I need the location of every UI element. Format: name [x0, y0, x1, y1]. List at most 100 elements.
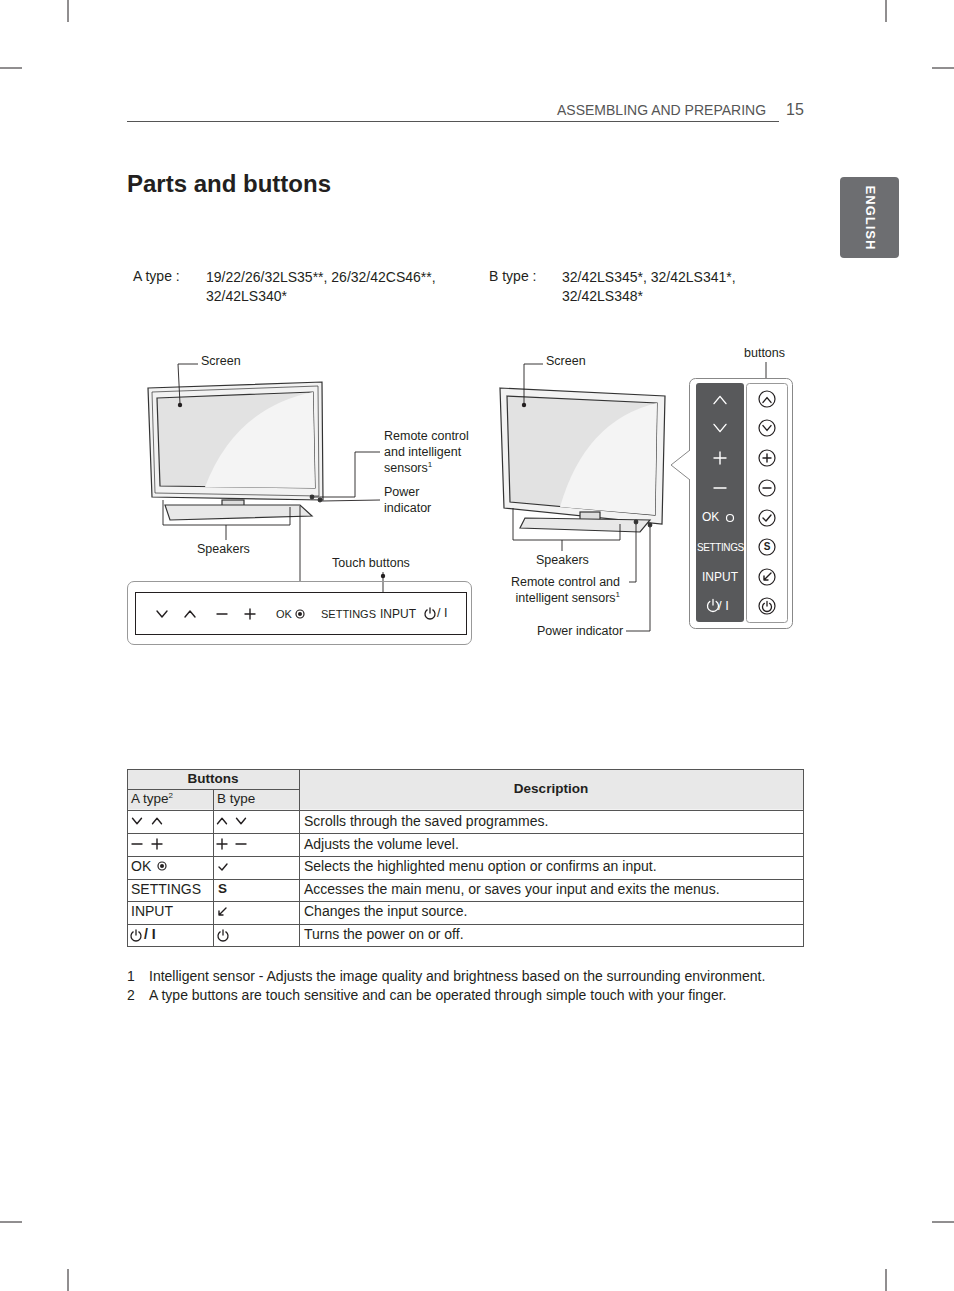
button-symbol [131, 930, 141, 941]
label-holder: Intelligent sensor - Adjusts the image q… [149, 968, 765, 986]
button-symbol [185, 611, 195, 617]
button-symbol [425, 608, 435, 619]
text-label: Power indicator [537, 624, 623, 638]
button-symbol [714, 424, 726, 431]
text-label: OK [131, 858, 151, 874]
label-holder: Remote control and intelligent sensors1 [498, 574, 620, 606]
label-holder: A type : [133, 268, 180, 286]
label-holder: OK [131, 858, 151, 876]
label-holder: B type [217, 791, 255, 808]
button-symbol [245, 609, 255, 619]
text-label: Power indicator [384, 485, 431, 515]
label-holder: 32/42LS345*, 32/42LS341*, 32/42LS348* [562, 268, 767, 306]
label-holder: Screen [201, 354, 241, 370]
label-holder: Scrolls through the saved programmes. [304, 813, 548, 831]
label-holder: Changes the input source. [304, 903, 467, 921]
label-holder: S [218, 881, 227, 898]
table-grid [127, 770, 804, 948]
label-holder: buttons [744, 346, 785, 362]
label-holder: Description [299, 781, 803, 798]
text-label: Remote control and intelligent sensors [511, 575, 620, 605]
button-symbol [714, 452, 726, 464]
button-ring [759, 510, 775, 526]
text-label: Adjusts the volume level. [304, 836, 459, 852]
button-symbol [132, 843, 142, 844]
button-symbol [714, 396, 726, 403]
text-label: Screen [201, 354, 241, 368]
button-symbol [708, 600, 719, 612]
label-holder: Remote control and intelligent sensors1 [384, 428, 480, 476]
text-label: A type buttons are touch sensitive and c… [149, 987, 726, 1003]
text-label: / I [144, 926, 156, 942]
button-symbol [764, 573, 771, 580]
text-label: Touch buttons [332, 556, 410, 570]
text-label: B type [217, 791, 255, 806]
touch-strip [136, 593, 467, 635]
text-label: Remote control and intelligent sensors [384, 429, 469, 475]
label-holder: 1 [127, 968, 135, 986]
text-label: Description [514, 781, 588, 796]
button-panel-ground [696, 383, 744, 622]
header-rule [127, 121, 779, 122]
label-holder: Power indicator [537, 624, 623, 640]
label-holder: 15 [786, 100, 804, 120]
text-label: SETTINGS [131, 881, 201, 897]
label-holder: A type2 [131, 791, 173, 808]
button-symbol [133, 818, 142, 823]
button-ring [759, 598, 775, 614]
text-label: Selects the highlighted menu option or c… [304, 858, 657, 874]
text-label: Screen [546, 354, 586, 368]
button-symbol [763, 398, 771, 403]
button-symbol [152, 839, 162, 849]
text-label: A type [131, 791, 169, 806]
button-label: / I [437, 606, 447, 621]
button-symbol [237, 818, 246, 823]
label-holder: Speakers [536, 553, 589, 569]
button-label: ENGLISH [862, 185, 878, 250]
text-label: S [218, 881, 227, 896]
button-icons [131, 391, 775, 941]
button-label: SETTINGS [697, 542, 744, 554]
callout-pointer [671, 450, 690, 480]
button-symbol [763, 602, 772, 612]
text-label: Speakers [197, 542, 250, 556]
text-label: Speakers [536, 553, 589, 567]
text-label: 19/22/26/32LS35**, 26/32/42CS46**, 32/42… [206, 269, 436, 304]
button-ring [296, 610, 304, 618]
label-holder: Selects the highlighted menu option or c… [304, 858, 657, 876]
language-tab: ENGLISH [840, 177, 899, 258]
button-frame [690, 379, 793, 629]
text-label: ASSEMBLING AND PREPARING [557, 102, 766, 118]
button-symbol [218, 930, 228, 941]
button-symbol [157, 611, 167, 617]
text-label: Turns the power on or off. [304, 926, 464, 942]
label-holder: Touch buttons [332, 556, 410, 572]
button-symbol [236, 843, 246, 844]
label-holder: Accesses the main menu, or saves your in… [304, 881, 720, 899]
button-ring [759, 539, 775, 555]
text-label: 2 [127, 987, 135, 1003]
button-label: OK [702, 510, 719, 524]
button-symbol [763, 454, 771, 462]
label-holder: / I [144, 926, 156, 944]
page-title: Parts and buttons [127, 170, 331, 198]
button-ring [158, 862, 166, 870]
button-label: INPUT [380, 607, 416, 621]
button-symbol [219, 864, 227, 870]
button-symbol [217, 613, 227, 614]
button-label: INPUT [702, 570, 738, 584]
label-holder: S [764, 541, 771, 554]
label-holder: Power indicator [384, 484, 446, 516]
label-holder: B type : [489, 268, 536, 286]
text-label: A type : [133, 268, 180, 284]
button-symbol [763, 515, 771, 521]
button-symbol [714, 487, 726, 488]
label-holder: Adjusts the volume level. [304, 836, 459, 854]
label-holder: Speakers [197, 542, 250, 558]
footnote-mark: 2 [169, 791, 173, 800]
button-column [747, 384, 788, 623]
label-holder: SETTINGS [131, 881, 201, 899]
text-label: Intelligent sensor - Adjusts the image q… [149, 968, 765, 984]
